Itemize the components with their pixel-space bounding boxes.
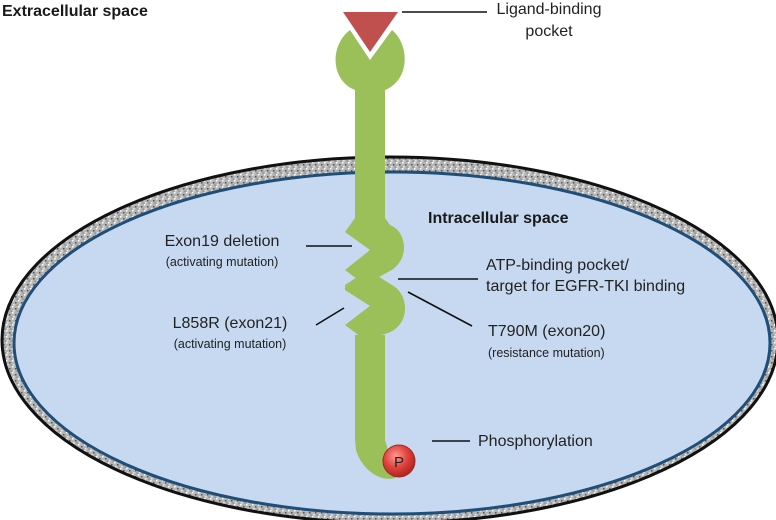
ligand-binding-domain (335, 30, 405, 96)
kinase-lobe-exon19 (345, 218, 404, 285)
l858r-leader-line (315, 307, 345, 326)
l858r-sublabel: (activating mutation) (174, 337, 287, 351)
t790m-leader-line (407, 291, 473, 327)
t790m-sublabel: (resistance mutation) (488, 346, 605, 360)
triangle-ligand-icon (343, 12, 398, 52)
exon19-label: Exon19 deletion (165, 233, 280, 250)
intracellular-label: Intracellular space (428, 210, 569, 227)
phosphate-symbol: P (394, 454, 404, 471)
kinase-lobe-l858r (345, 270, 406, 340)
exon19-sublabel: (activating mutation) (166, 255, 279, 269)
ligand-label-line2: pocket (525, 23, 573, 40)
receptor-tail (355, 335, 403, 479)
phosphorylation-label: Phosphorylation (478, 433, 593, 450)
cytoplasm (12, 170, 772, 516)
atp-label-line1: ATP-binding pocket/ (486, 257, 629, 274)
t790m-label: T790M (exon20) (488, 323, 605, 340)
extracellular-label: Extracellular space (2, 3, 148, 20)
l858r-label: L858R (exon21) (173, 315, 288, 332)
ligand-label-line1: Ligand-binding (497, 1, 602, 18)
receptor-stalk-upper (355, 90, 385, 220)
phosphate-circle-icon (382, 444, 416, 478)
atp-label-line2: target for EGFR-TKI binding (486, 278, 685, 295)
